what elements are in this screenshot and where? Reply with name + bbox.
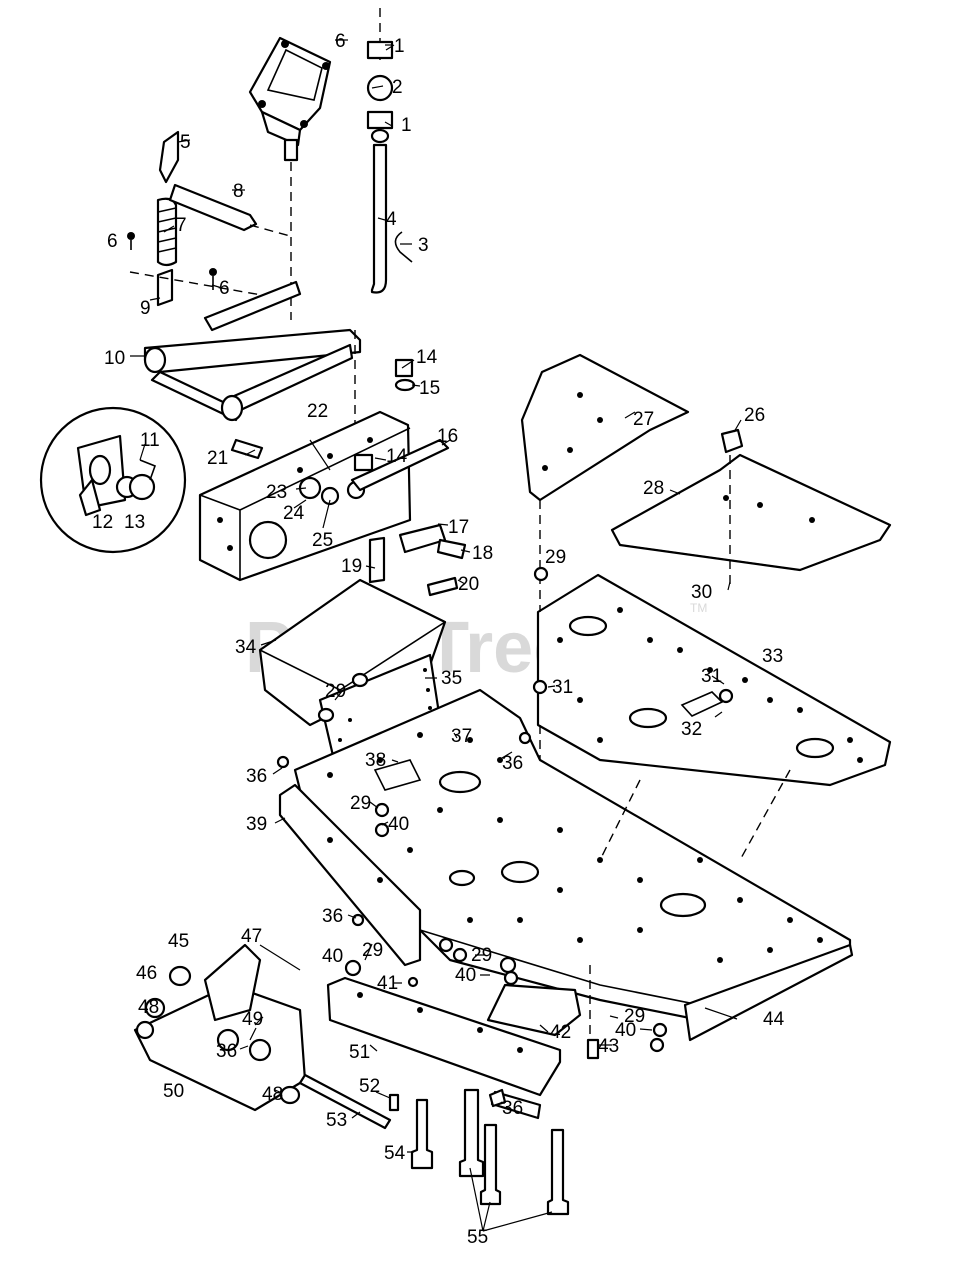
label-10: 10 xyxy=(104,348,125,369)
bar-51 xyxy=(326,976,562,1097)
label-12: 12 xyxy=(92,512,113,533)
label-8: 8 xyxy=(233,181,244,202)
label-11: 11 xyxy=(140,430,160,451)
label-29: 29 xyxy=(545,547,566,568)
label-36: 36 xyxy=(322,906,343,927)
label-47: 47 xyxy=(241,926,262,947)
axle-bolt-53 xyxy=(298,1073,400,1130)
label-6: 6 xyxy=(219,278,230,299)
label-36: 36 xyxy=(216,1041,237,1062)
label-40: 40 xyxy=(322,946,343,967)
spring-assembly xyxy=(127,130,291,307)
label-23: 23 xyxy=(266,482,287,503)
label-40: 40 xyxy=(615,1020,636,1041)
label-9: 9 xyxy=(140,298,151,319)
hardware xyxy=(276,566,734,1053)
label-20: 20 xyxy=(458,574,479,595)
label-29: 29 xyxy=(624,1006,645,1027)
bolts xyxy=(410,1038,600,1216)
label-15: 15 xyxy=(419,378,440,399)
label-51: 51 xyxy=(349,1042,370,1063)
detail-inset xyxy=(39,406,187,554)
label-29: 29 xyxy=(325,681,346,702)
label-24: 24 xyxy=(283,503,305,524)
label-31: 31 xyxy=(552,677,573,698)
label-43: 43 xyxy=(598,1036,619,1057)
part-labels: 6 1 2 1 5 8 7 4 3 6 6 9 10 14 15 22 11 1… xyxy=(92,31,785,1248)
plate-27 xyxy=(520,353,690,502)
leader-lines xyxy=(130,39,742,1232)
label-45: 45 xyxy=(168,931,189,952)
label-1: 1 xyxy=(394,36,405,57)
label-37: 37 xyxy=(451,726,472,747)
label-4: 4 xyxy=(386,209,397,230)
label-32: 32 xyxy=(681,719,702,740)
label-34: 34 xyxy=(235,637,257,658)
label-22: 22 xyxy=(307,401,328,422)
label-35: 35 xyxy=(441,668,462,689)
plate-33 xyxy=(536,500,892,787)
watermark-tm: TM xyxy=(690,601,707,615)
label-49: 49 xyxy=(242,1009,263,1030)
label-29: 29 xyxy=(362,940,383,961)
label-26: 26 xyxy=(744,405,765,426)
plate-28 xyxy=(610,428,892,590)
label-40: 40 xyxy=(455,965,476,986)
label-30: 30 xyxy=(691,582,712,603)
label-36: 36 xyxy=(502,1098,523,1119)
label-14: 14 xyxy=(416,347,438,368)
label-48: 48 xyxy=(138,997,159,1018)
main-bracket xyxy=(198,358,467,597)
label-39: 39 xyxy=(246,814,267,835)
seat-frame xyxy=(143,280,362,440)
label-2: 2 xyxy=(392,77,403,98)
label-48: 48 xyxy=(262,1084,283,1105)
label-27: 27 xyxy=(633,409,654,430)
label-54: 54 xyxy=(384,1143,406,1164)
label-55: 55 xyxy=(467,1227,488,1248)
label-18: 18 xyxy=(472,543,493,564)
label-7: 7 xyxy=(176,215,187,236)
rod-assembly xyxy=(366,8,413,294)
label-3: 3 xyxy=(418,235,429,256)
label-5: 5 xyxy=(180,132,191,153)
label-46: 46 xyxy=(136,963,157,984)
label-44: 44 xyxy=(763,1009,785,1030)
label-13: 13 xyxy=(124,512,145,533)
label-53: 53 xyxy=(326,1110,347,1131)
label-14: 14 xyxy=(386,446,408,467)
label-29: 29 xyxy=(471,945,492,966)
label-41: 41 xyxy=(377,973,398,994)
label-6: 6 xyxy=(335,31,346,52)
label-28: 28 xyxy=(643,478,664,499)
label-21: 21 xyxy=(207,448,228,469)
label-52: 52 xyxy=(359,1076,380,1097)
label-6: 6 xyxy=(107,231,118,252)
label-50: 50 xyxy=(163,1081,184,1102)
label-19: 19 xyxy=(341,556,362,577)
label-40: 40 xyxy=(388,814,409,835)
label-36: 36 xyxy=(246,766,267,787)
label-38: 38 xyxy=(365,750,386,771)
label-42: 42 xyxy=(550,1022,571,1043)
label-36: 36 xyxy=(502,753,523,774)
label-17: 17 xyxy=(448,517,469,538)
label-31: 31 xyxy=(701,666,722,687)
control-box xyxy=(248,36,332,320)
label-16: 16 xyxy=(437,426,458,447)
label-33: 33 xyxy=(762,646,783,667)
rail-39 xyxy=(278,783,422,967)
label-25: 25 xyxy=(312,530,333,551)
label-1: 1 xyxy=(401,115,412,136)
label-29: 29 xyxy=(350,793,371,814)
